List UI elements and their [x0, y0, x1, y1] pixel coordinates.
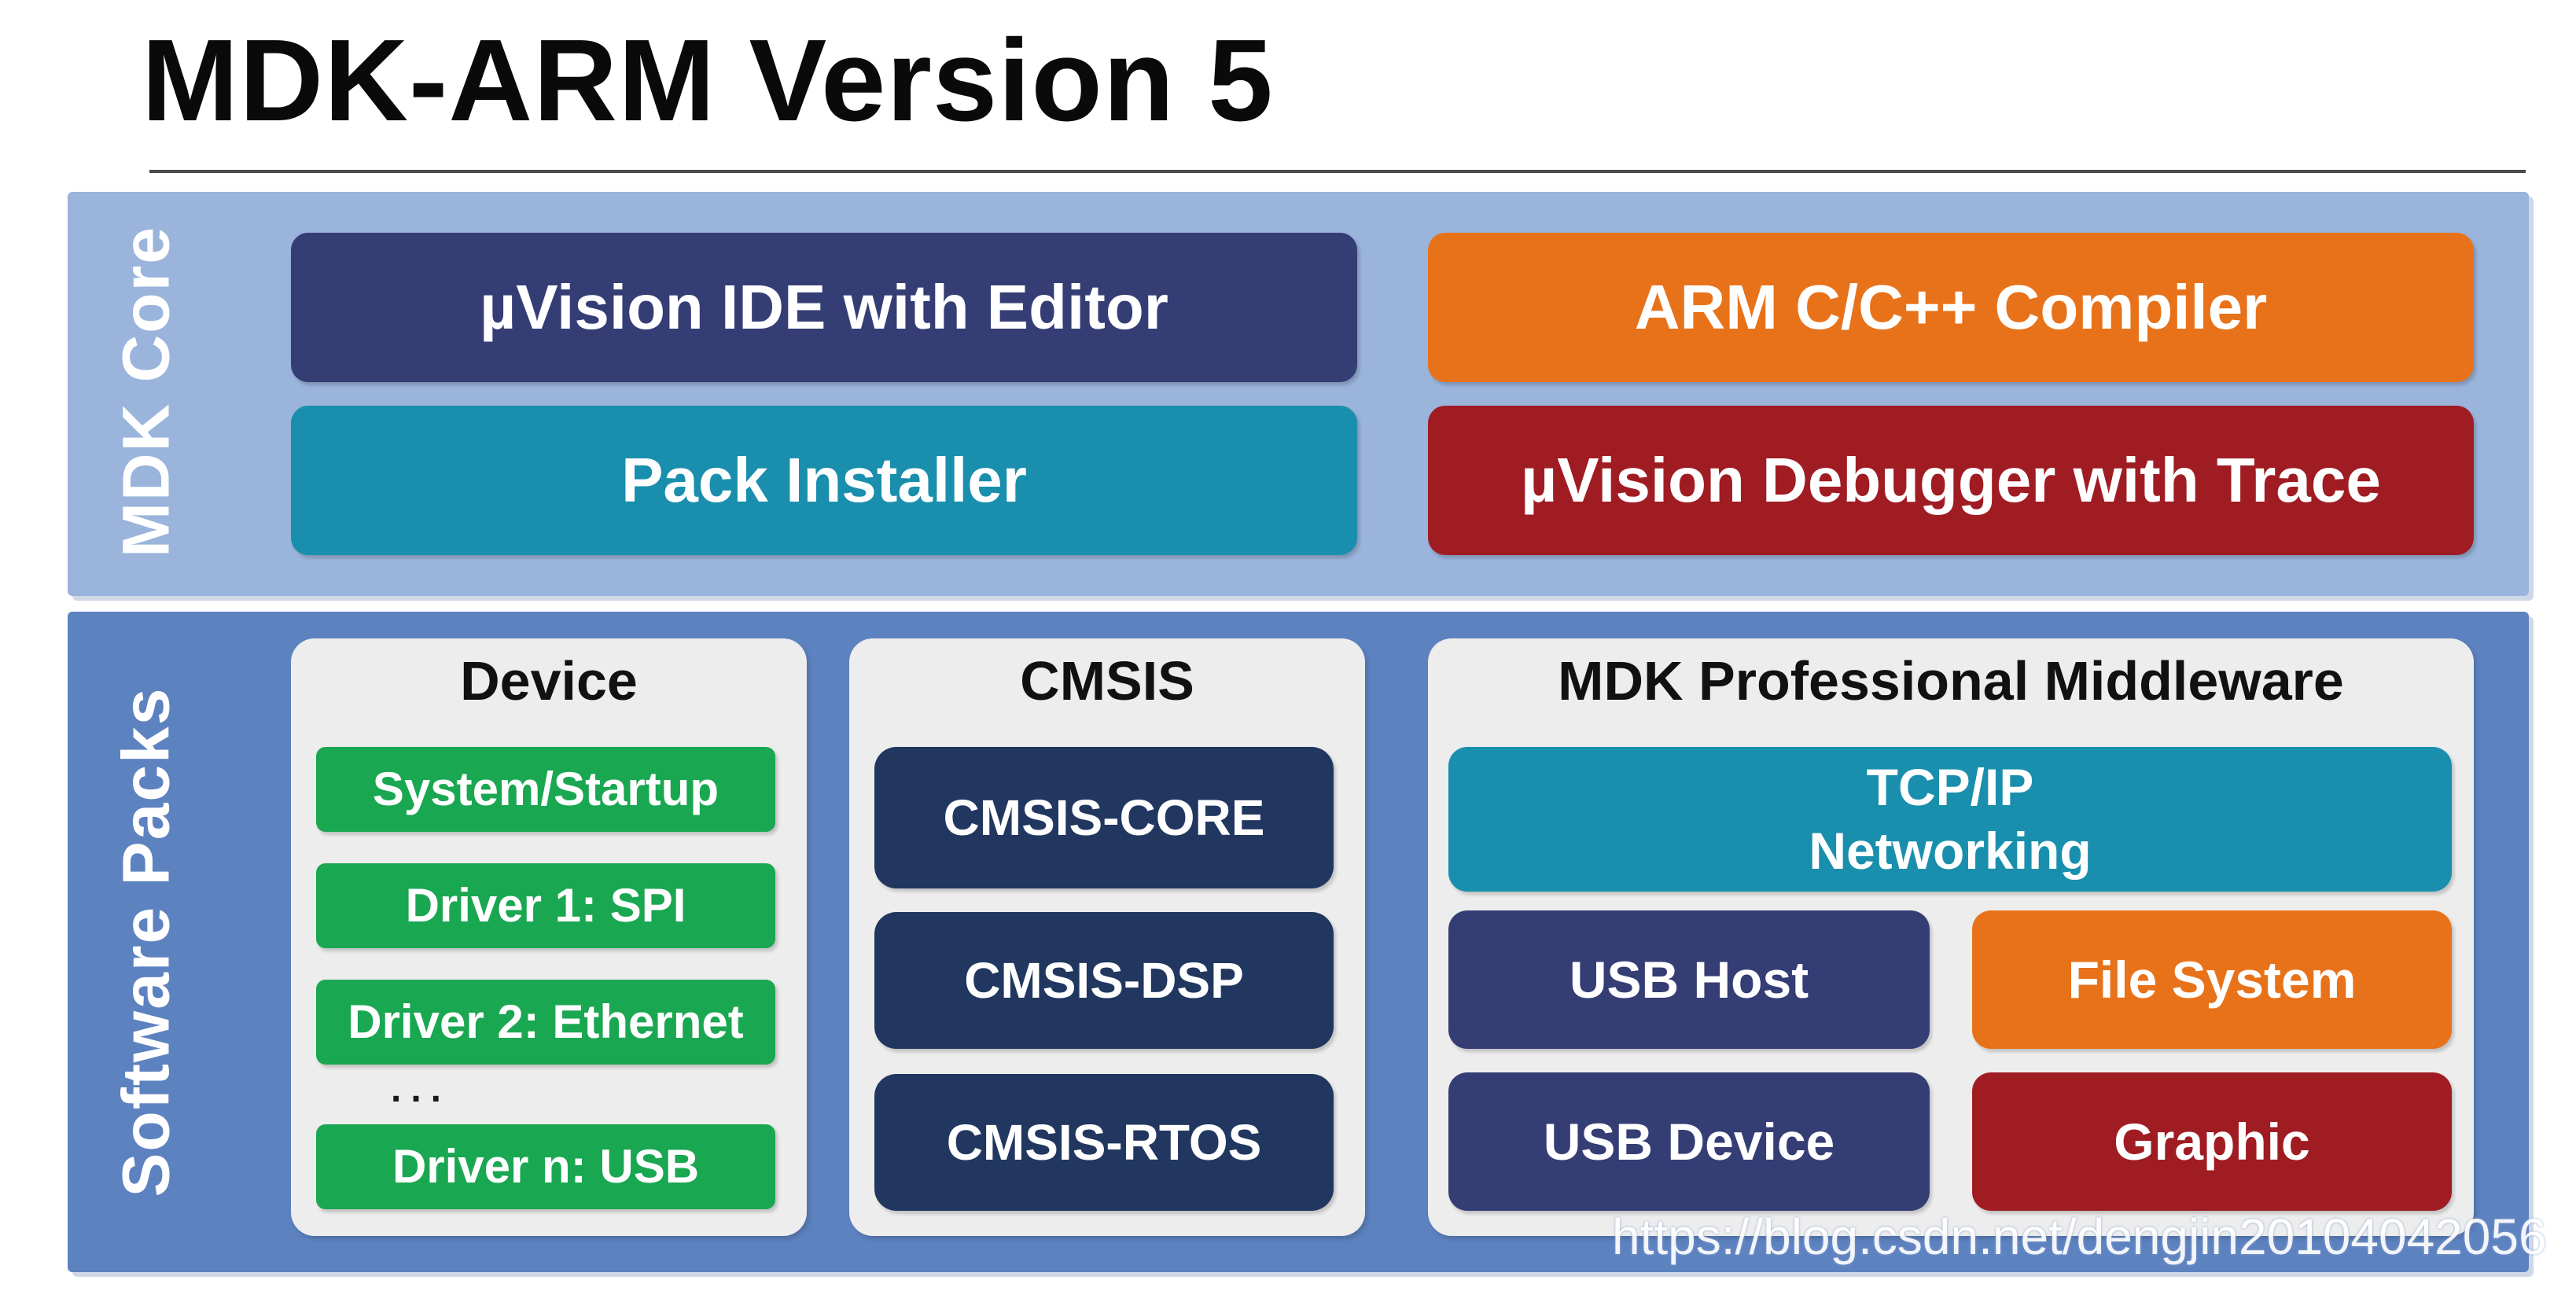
tcpip-networking-box: TCP/IP Networking [1448, 747, 2452, 892]
middleware-heading: MDK Professional Middleware [1558, 650, 2344, 712]
cmsis-item: CMSIS-CORE [874, 747, 1334, 888]
cmsis-item: CMSIS-DSP [874, 912, 1334, 1049]
device-item: Driver 1: SPI [316, 863, 775, 948]
usb-host-box: USB Host [1448, 910, 1930, 1049]
device-heading: Device [460, 650, 638, 712]
uvision-ide-box: µVision IDE with Editor [291, 233, 1357, 382]
usb-device-box: USB Device [1448, 1072, 1930, 1211]
device-ellipsis: ... [390, 1068, 451, 1110]
watermark-url: https://blog.csdn.net/dengjin20104042056 [1612, 1208, 2547, 1265]
pack-installer-box: Pack Installer [291, 406, 1357, 555]
software-packs-label: Software Packs [109, 686, 183, 1197]
device-item: System/Startup [316, 747, 775, 832]
networking-line: Networking [1809, 822, 2092, 880]
tcpip-line: TCP/IP [1866, 758, 2034, 817]
mdk-core-label: MDK Core [109, 225, 183, 558]
cmsis-heading: CMSIS [1020, 650, 1194, 712]
graphic-box: Graphic [1972, 1072, 2452, 1211]
file-system-box: File System [1972, 910, 2452, 1049]
page-title: MDK-ARM Version 5 [142, 16, 1274, 145]
uvision-debugger-box: µVision Debugger with Trace [1428, 406, 2474, 555]
device-item: Driver 2: Ethernet [316, 980, 775, 1065]
arm-compiler-box: ARM C/C++ Compiler [1428, 233, 2474, 382]
device-item: Driver n: USB [316, 1124, 775, 1209]
title-divider [149, 170, 2526, 173]
cmsis-item: CMSIS-RTOS [874, 1074, 1334, 1211]
